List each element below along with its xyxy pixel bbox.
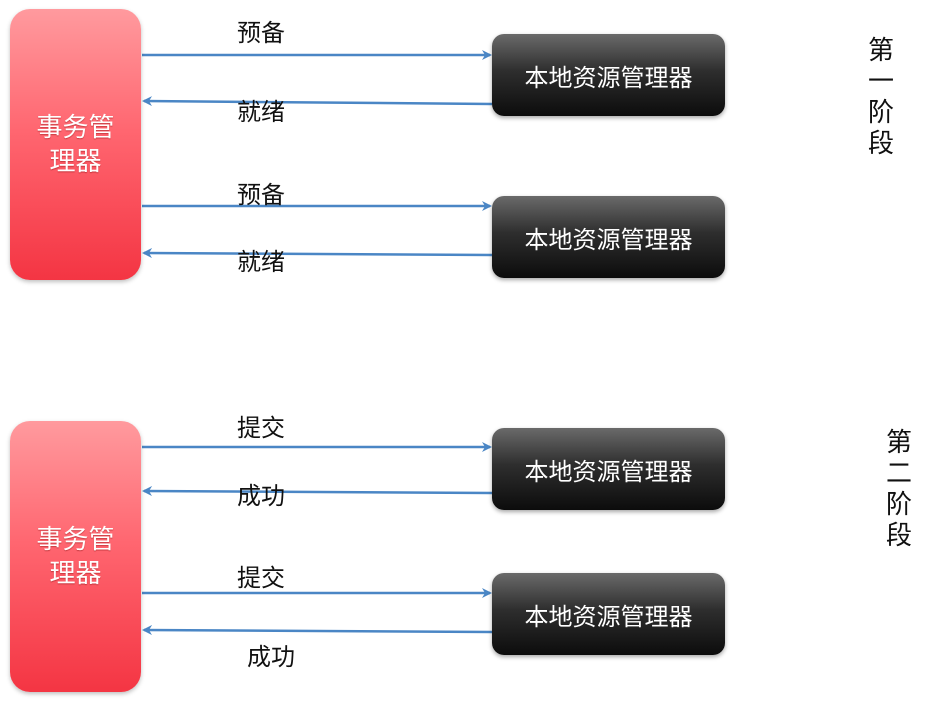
transaction-manager-label: 事务管理器 — [36, 524, 115, 589]
transaction-manager-phase2: 事务管理器 — [10, 421, 141, 692]
phase1-ready-arrow-2 — [142, 248, 493, 259]
commit-label-1: 提交 — [237, 414, 285, 442]
resource-manager-phase1-1: 本地资源管理器 — [492, 34, 725, 116]
phase2-success-arrow-2 — [142, 625, 493, 636]
prepare-label-1: 预备 — [237, 19, 285, 47]
phase1-ready-arrow-1 — [142, 96, 493, 107]
resource-manager-phase2-2: 本地资源管理器 — [492, 573, 725, 655]
resource-manager-label: 本地资源管理器 — [524, 63, 693, 92]
resource-manager-label: 本地资源管理器 — [524, 602, 693, 631]
prepare-label-2: 预备 — [237, 181, 285, 209]
resource-manager-label: 本地资源管理器 — [524, 225, 693, 254]
resource-manager-label: 本地资源管理器 — [524, 457, 693, 486]
ready-label-1: 就绪 — [237, 98, 285, 126]
phase1-title: 第一阶段 — [867, 36, 894, 159]
resource-manager-phase2-1: 本地资源管理器 — [492, 428, 725, 510]
transaction-manager-label: 事务管理器 — [36, 112, 115, 177]
phase2-title: 第二阶段 — [885, 428, 912, 551]
commit-label-2: 提交 — [237, 564, 285, 592]
success-label-2: 成功 — [247, 643, 295, 671]
resource-manager-phase1-2: 本地资源管理器 — [492, 196, 725, 278]
phase2-success-arrow-1 — [142, 486, 493, 497]
ready-label-2: 就绪 — [237, 248, 285, 276]
transaction-manager-phase1: 事务管理器 — [10, 9, 141, 280]
success-label-1: 成功 — [237, 482, 285, 510]
